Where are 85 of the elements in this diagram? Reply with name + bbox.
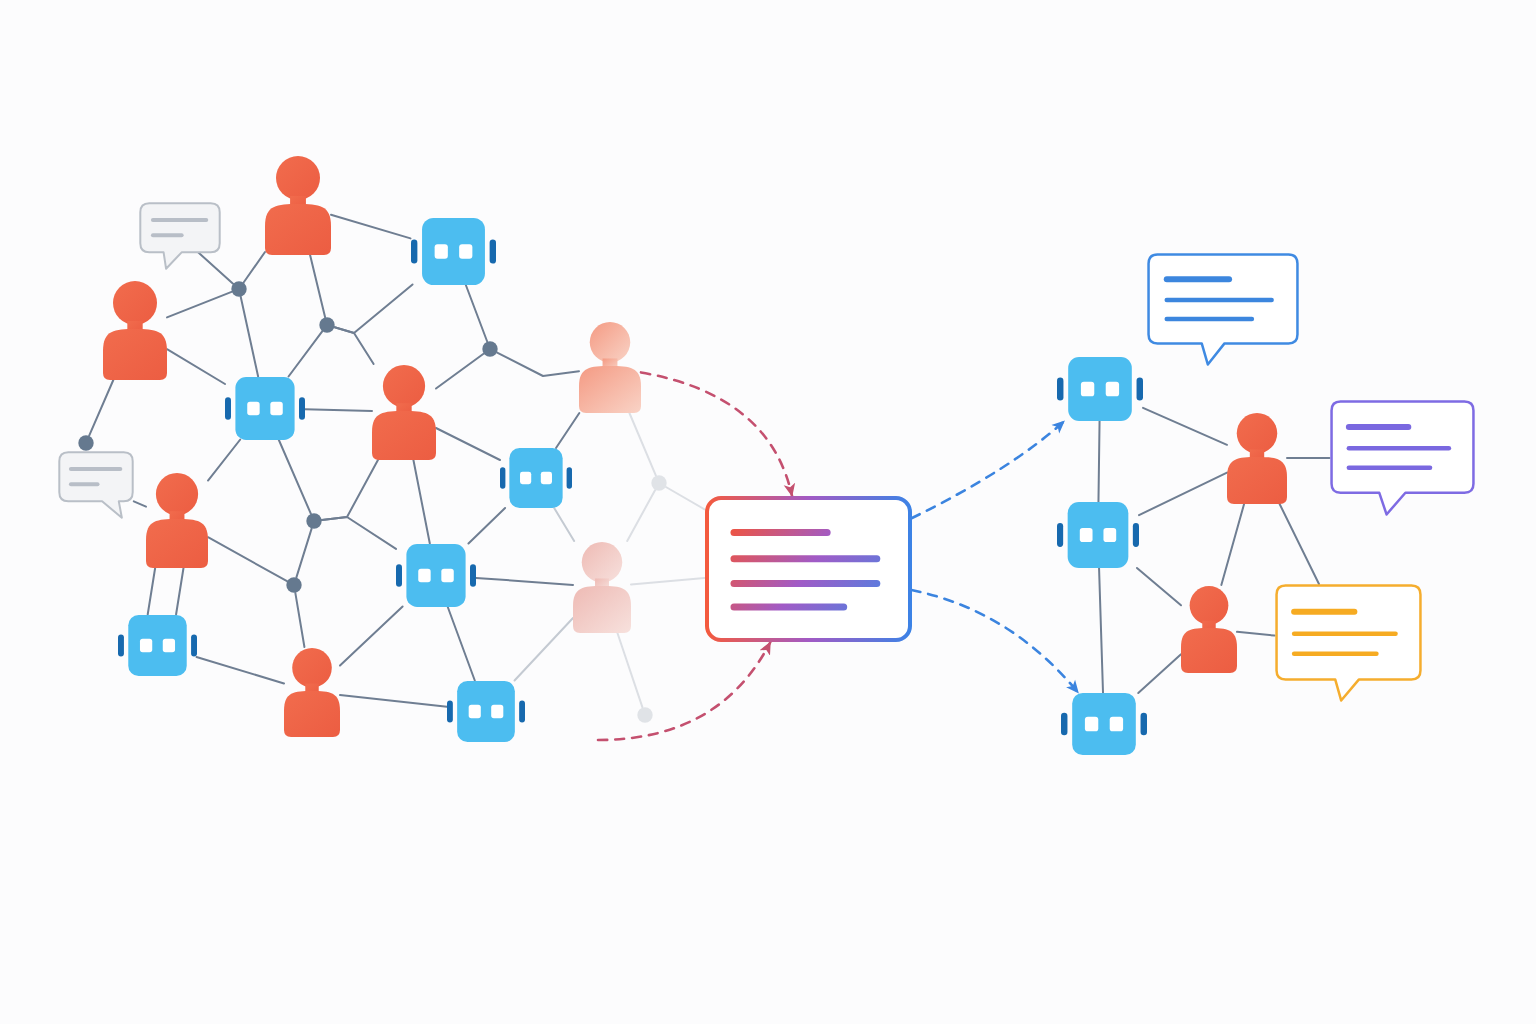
speech-bubble-icon <box>58 451 134 519</box>
connector-line <box>320 516 397 550</box>
robot-icon <box>1057 357 1143 421</box>
dashed-arrow <box>910 419 1066 520</box>
connector-line <box>435 427 501 461</box>
connector-line <box>628 412 657 477</box>
connector-line <box>1142 406 1228 446</box>
connector-line <box>626 489 657 542</box>
robot-icon <box>117 614 197 676</box>
connector-line <box>294 591 306 648</box>
connector-line <box>467 507 507 545</box>
dot-icon <box>637 707 653 723</box>
speech-bubble-icon <box>1147 252 1299 366</box>
robot-icon <box>396 543 476 607</box>
connector-line <box>664 486 706 511</box>
connector-line <box>339 605 404 667</box>
connector-line <box>207 536 288 583</box>
connector-line <box>435 352 485 390</box>
robot-icon <box>410 217 496 285</box>
connector-line <box>616 632 644 709</box>
connector-line <box>464 283 489 343</box>
dashed-arrow <box>639 371 795 498</box>
person-icon <box>1181 585 1237 673</box>
connector-line <box>277 438 312 515</box>
dot-icon <box>306 513 322 529</box>
connector-line <box>1138 471 1228 517</box>
connector-line <box>132 500 147 508</box>
document-icon <box>704 496 912 642</box>
connector-line <box>88 379 115 437</box>
person-icon <box>103 280 167 380</box>
connector-line <box>309 254 327 319</box>
connector-line <box>239 295 260 378</box>
connector-line <box>287 330 324 378</box>
connector-line <box>333 326 375 365</box>
robot-icon <box>447 680 525 742</box>
connector-line <box>207 438 242 482</box>
connector-line <box>1098 567 1104 694</box>
connector-line <box>553 507 576 542</box>
connector-line <box>513 617 574 682</box>
connector-line <box>1137 653 1182 694</box>
person-icon <box>265 155 331 255</box>
dot-icon <box>319 317 335 333</box>
connector-line <box>330 213 412 240</box>
person-icon <box>573 541 631 633</box>
person-icon <box>284 647 340 737</box>
connector-line <box>1097 420 1101 503</box>
connector-line <box>475 576 574 586</box>
dot-icon <box>78 435 94 451</box>
person-icon <box>579 321 641 413</box>
dot-icon <box>651 475 667 491</box>
connector-line <box>295 527 313 579</box>
connector-line <box>304 408 373 413</box>
connector-line <box>1236 630 1276 637</box>
connector-line <box>1135 567 1182 607</box>
dot-icon <box>286 577 302 593</box>
connector-line <box>339 694 448 708</box>
robot-icon <box>500 448 572 508</box>
robot-icon <box>225 376 305 440</box>
speech-bubble-icon <box>1274 584 1422 702</box>
connector-line <box>555 412 581 449</box>
connector-line <box>1278 503 1320 585</box>
connector-line <box>195 656 285 685</box>
connector-line <box>1220 503 1246 586</box>
person-icon <box>372 364 436 460</box>
person-icon <box>1227 412 1287 504</box>
dot-icon <box>231 281 247 297</box>
connector-line <box>146 567 157 616</box>
connector-line <box>197 251 235 285</box>
connector-line <box>166 348 226 385</box>
connector-line <box>630 577 706 586</box>
connector-line <box>412 459 431 545</box>
connector-line <box>166 290 233 319</box>
connector-line <box>175 567 185 616</box>
robot-icon <box>1057 502 1139 568</box>
speech-bubble-icon <box>1329 400 1475 516</box>
connector-line <box>242 251 266 284</box>
dashed-arrow <box>910 588 1080 695</box>
person-icon <box>146 472 208 568</box>
dot-icon <box>482 341 498 357</box>
connector-line <box>1286 457 1331 459</box>
speech-bubble-icon <box>139 202 221 270</box>
robot-icon <box>1061 693 1147 755</box>
connector-line <box>496 351 580 377</box>
connector-line <box>446 605 476 682</box>
dashed-arrow <box>596 640 772 742</box>
